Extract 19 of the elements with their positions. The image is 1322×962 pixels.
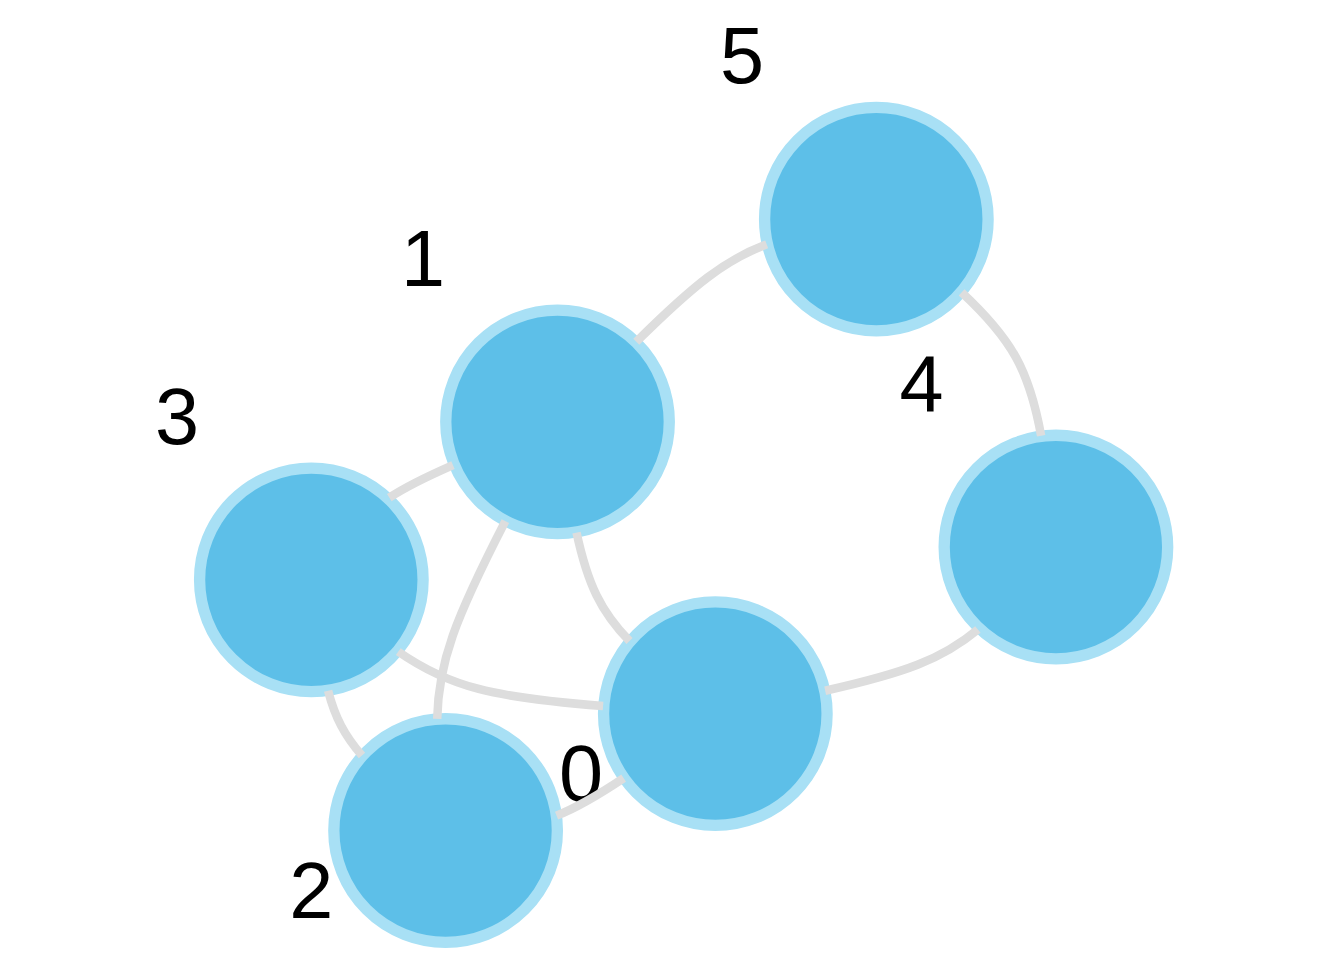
node-circle — [193, 462, 429, 698]
connector — [572, 531, 633, 644]
connector — [554, 774, 626, 820]
connector — [395, 648, 604, 711]
node-circle — [328, 713, 563, 948]
connector — [633, 240, 769, 345]
node-circle — [758, 101, 994, 337]
connector — [324, 689, 366, 759]
node-label: 5 — [719, 11, 764, 101]
node-circle — [440, 304, 675, 540]
node-label: 4 — [899, 338, 944, 428]
connector — [387, 461, 455, 502]
connector — [958, 289, 1046, 437]
connector — [432, 519, 510, 720]
node-label: 2 — [289, 845, 334, 935]
connector — [824, 626, 981, 695]
node-label: 3 — [154, 371, 199, 461]
node-label: 1 — [401, 213, 446, 303]
node-circle — [938, 429, 1174, 665]
